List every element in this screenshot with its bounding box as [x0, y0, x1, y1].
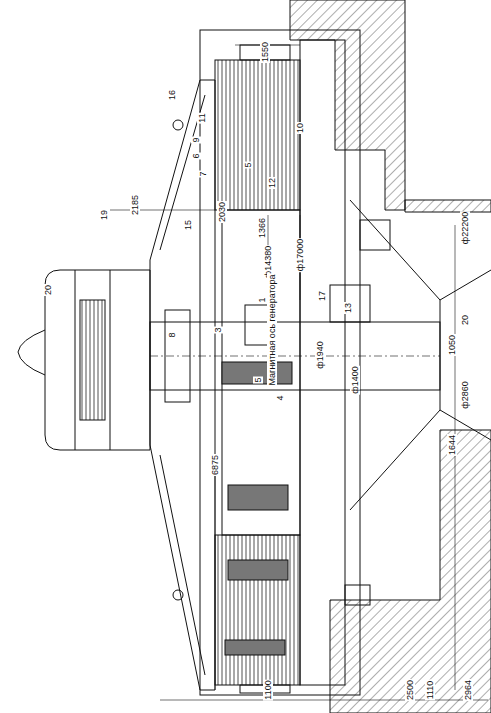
guide-bearing	[330, 285, 370, 322]
dimension-label: 12	[267, 177, 277, 189]
dimension-label: ф1940	[315, 340, 325, 369]
concrete-foundation	[330, 430, 491, 713]
dimension-line	[110, 210, 215, 211]
dimension-label: 1050	[447, 334, 457, 356]
dimension-label: ф22200	[460, 211, 470, 245]
bracket-arm	[160, 455, 205, 675]
concrete-foundation	[290, 0, 405, 210]
dimension-label: 3	[213, 326, 223, 333]
turbine-cone	[440, 270, 491, 440]
dimension-label: 2964	[463, 679, 473, 701]
bolt	[173, 120, 183, 130]
exciter-line	[75, 270, 76, 450]
dimension-label: 17	[317, 290, 327, 302]
dimension-label: 4	[275, 394, 285, 401]
dimension-label: 1	[257, 296, 267, 303]
dimension-label: 1644	[447, 434, 457, 456]
axis-line	[150, 356, 440, 357]
dimension-label: 11	[197, 112, 207, 123]
rotor-pole	[222, 362, 292, 384]
dimension-label: 5	[243, 161, 253, 168]
rotor-rim	[222, 210, 300, 535]
dimension-label: 1550	[260, 41, 270, 63]
shaft	[150, 322, 440, 390]
rotor-pole	[225, 640, 285, 655]
bolt	[173, 590, 183, 600]
rotor-pole	[228, 485, 288, 510]
dimension-label: 6875	[210, 454, 220, 476]
exciter	[45, 270, 150, 450]
stator-housing	[200, 30, 360, 695]
dimension-label: 15	[183, 219, 193, 231]
dimension-label: 16	[167, 89, 177, 101]
dimension-label: 6	[191, 152, 201, 159]
dimension-label: 2185	[130, 194, 140, 216]
stator-core	[215, 535, 300, 685]
rotor-pole	[228, 560, 288, 580]
dimension-label: ф1400	[350, 365, 360, 394]
dimension-label: 20	[43, 284, 53, 296]
dimension-label: Магнитная ось генератора	[267, 274, 277, 387]
thrust-bearing	[165, 310, 190, 402]
cooler	[345, 585, 370, 605]
exciter-line	[110, 270, 111, 450]
dimension-label: 1100	[263, 679, 273, 700]
exciter-winding	[80, 300, 105, 420]
lower-bracket	[350, 410, 440, 510]
stator-core	[215, 60, 300, 210]
dimension-label: 2030	[217, 201, 227, 223]
dimension-label: ф2860	[460, 380, 470, 409]
concrete-floor	[405, 200, 491, 212]
dimension-label: 1366	[257, 217, 267, 239]
dimension-label: 1110	[425, 680, 435, 701]
stator-frame	[300, 40, 345, 685]
dimension-label: 13	[343, 302, 353, 314]
dimension-label: 2500	[405, 679, 415, 701]
dimension-label: 7	[198, 170, 208, 177]
dimension-label: 10	[295, 122, 305, 134]
dimension-label: 9	[191, 136, 201, 143]
dimension-label: ф17000	[295, 238, 305, 272]
dimension-label: 19	[99, 209, 109, 221]
dimension-label: 20	[460, 314, 470, 326]
dimension-line	[455, 225, 456, 690]
dimension-label: 5	[253, 376, 263, 383]
dimension-line	[160, 700, 488, 701]
dimension-line	[215, 475, 216, 690]
exciter-cap	[18, 330, 45, 375]
dimension-label: 8	[167, 331, 177, 338]
cooler	[360, 220, 390, 250]
upper-bracket	[150, 80, 215, 690]
